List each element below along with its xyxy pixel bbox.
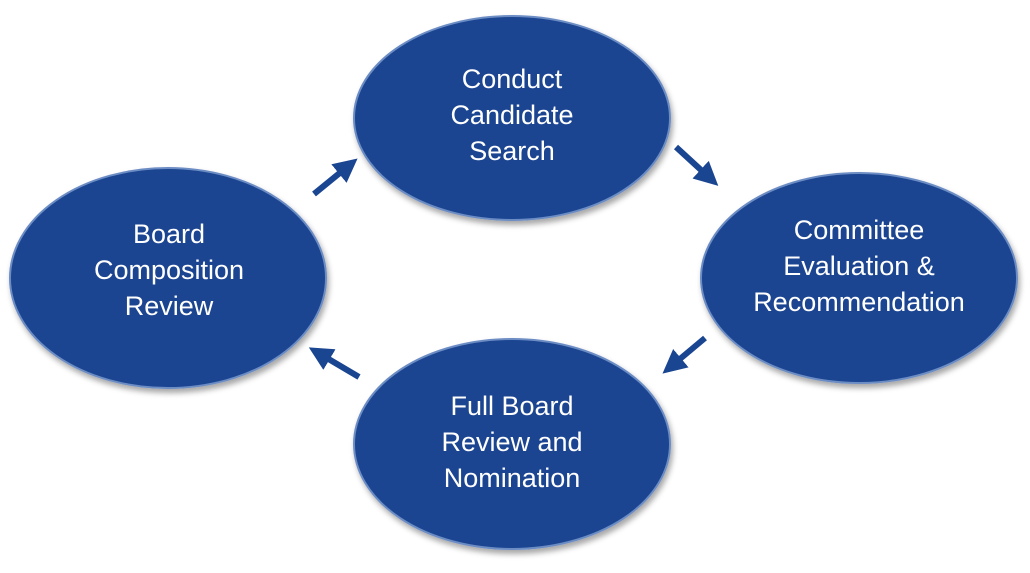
node-top-shape (353, 15, 671, 221)
arrow-bottom-to-left (308, 347, 361, 380)
arrow-left-to-top (312, 158, 358, 197)
node-right-shape (700, 172, 1018, 384)
arrow-top-to-right (673, 144, 719, 186)
node-bottom-shape (353, 338, 671, 550)
node-left-shape (9, 167, 327, 389)
arrow-right-to-bottom (662, 335, 707, 374)
